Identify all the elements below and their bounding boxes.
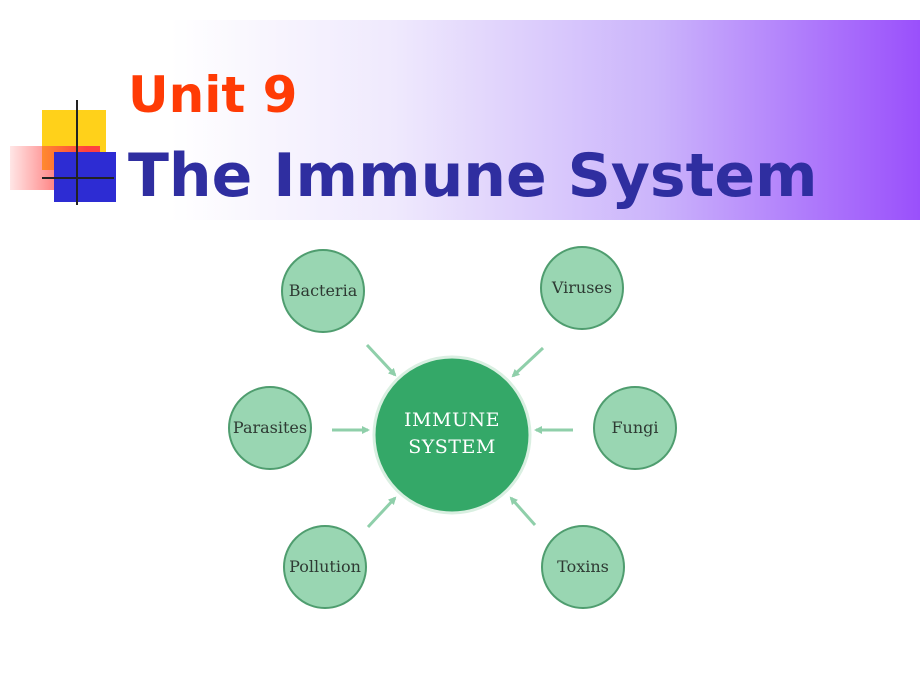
node-parasites: Parasites — [228, 386, 312, 470]
slide-title-topic: The Immune System — [128, 141, 818, 211]
decor-vertical-line — [76, 100, 78, 205]
arrow-bacteria — [365, 343, 397, 377]
title-gradient-band — [170, 20, 920, 220]
node-label-viruses: Viruses — [551, 278, 612, 297]
arrow-toxins — [509, 496, 537, 526]
node-label-parasites: Parasites — [233, 418, 307, 437]
node-toxins: Toxins — [541, 525, 625, 609]
center-label-line1: IMMUNE — [404, 409, 500, 431]
center-node: IMMUNE SYSTEM — [372, 355, 532, 515]
node-bacteria: Bacteria — [281, 249, 365, 333]
slide-title-unit: Unit 9 — [128, 66, 298, 124]
node-label-fungi: Fungi — [611, 418, 658, 437]
node-pollution: Pollution — [283, 525, 367, 609]
center-label-line2: SYSTEM — [408, 436, 496, 458]
decor-horizontal-line — [42, 177, 114, 179]
node-label-toxins: Toxins — [557, 557, 609, 576]
node-viruses: Viruses — [540, 246, 624, 330]
node-label-pollution: Pollution — [289, 557, 361, 576]
immune-system-diagram: IMMUNE SYSTEM Bacteria Viruses Parasites… — [228, 246, 677, 609]
arrow-pollution — [366, 496, 397, 529]
arrow-viruses — [511, 346, 545, 378]
node-fungi: Fungi — [593, 386, 677, 470]
node-label-bacteria: Bacteria — [289, 281, 358, 300]
